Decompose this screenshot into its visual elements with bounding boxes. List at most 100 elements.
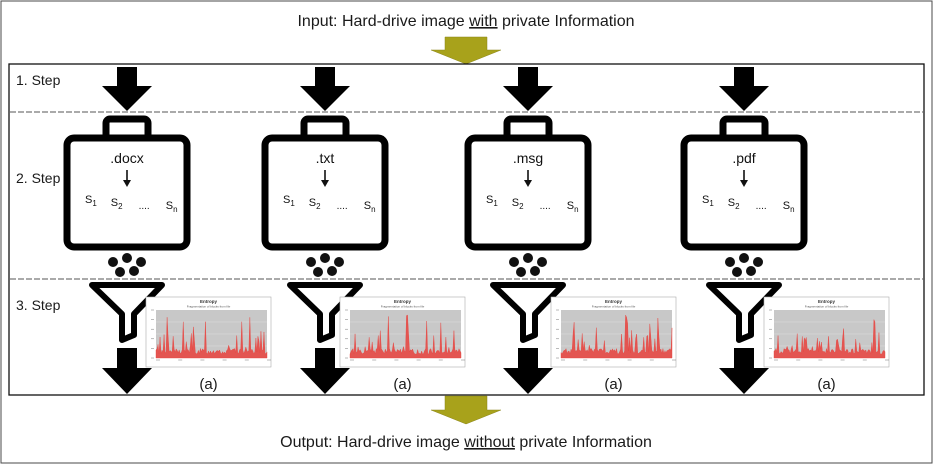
output-title-suffix: private Information (515, 434, 652, 451)
file-extension-label: .msg (513, 150, 543, 166)
filter-funnel-icon (706, 282, 782, 343)
chart-caption-label: (a) (604, 376, 622, 393)
file-bag (464, 134, 592, 251)
data-blocks-icon (725, 253, 763, 277)
segment-arrow-head (123, 180, 131, 187)
chart-entropy-series (349, 314, 462, 359)
segment-sn-base: S (783, 200, 790, 212)
segment-sn-subscript: n (574, 205, 578, 214)
segment-sn-subscript: n (371, 205, 375, 214)
segment-s1-base: S (702, 194, 709, 206)
data-block-dot (136, 257, 146, 267)
input-title-emphasis: with (468, 13, 497, 30)
step-label-2: 2. Step (16, 170, 61, 186)
data-block-dot (746, 266, 756, 276)
step3-down-arrow (719, 348, 769, 394)
file-bag (63, 134, 191, 251)
segment-s1-base: S (486, 194, 493, 206)
segment-sn-base: S (166, 200, 173, 212)
chart-caption-label: (a) (393, 376, 411, 393)
segment-s2-subscript: 2 (118, 202, 123, 211)
output-flow-arrow (430, 395, 502, 425)
chart-subtitle: Fragmentation of blocks from file (805, 305, 849, 309)
segment-s2-base: S (111, 197, 118, 209)
data-blocks-icon (509, 253, 547, 277)
file-bag (680, 134, 808, 251)
process-box (8, 63, 925, 396)
data-blocks-icon (108, 253, 146, 277)
chart-caption-label: (a) (817, 376, 835, 393)
chart-title: Entropy (605, 299, 622, 304)
output-title: Output: Hard-drive image without private… (280, 434, 652, 451)
data-block-dot (313, 267, 323, 277)
segment-arrow-head (524, 180, 532, 187)
segment-sn-base: S (567, 200, 574, 212)
segment-arrow-head (321, 180, 329, 187)
segment-ellipsis: .... (337, 201, 348, 212)
segment-s1-base: S (85, 194, 92, 206)
segment-sn-base: S (364, 200, 371, 212)
segment-s1-subscript: 1 (709, 199, 714, 208)
segment-sn-subscript: n (173, 205, 177, 214)
segment-s2-base: S (728, 197, 735, 209)
file-extension-label: .pdf (732, 150, 755, 166)
data-block-dot (327, 266, 337, 276)
file-extension-label: .docx (110, 150, 143, 166)
segment-sn-subscript: n (790, 205, 794, 214)
input-title: Input: Hard-drive image with private Inf… (297, 13, 634, 30)
input-flow-arrow (430, 36, 502, 65)
data-blocks-icon (306, 253, 344, 277)
step-label-3: 3. Step (16, 297, 61, 313)
chart-caption-label: (a) (199, 376, 217, 393)
chart-title: Entropy (394, 299, 411, 304)
segment-s2-subscript: 2 (735, 202, 740, 211)
data-block-dot (753, 257, 763, 267)
segment-s2-base: S (512, 197, 519, 209)
segment-ellipsis: .... (139, 201, 150, 212)
output-title-emphasis: without (463, 434, 515, 451)
data-block-dot (334, 257, 344, 267)
chart-entropy-series (773, 319, 886, 359)
segment-ellipsis: .... (540, 201, 551, 212)
input-title-suffix: private Information (498, 13, 635, 30)
data-block-dot (530, 266, 540, 276)
chart-entropy-series (560, 314, 673, 359)
chart-entropy-series (155, 317, 268, 359)
data-block-dot (725, 257, 735, 267)
step1-down-arrow (503, 67, 553, 111)
chart-title: Entropy (818, 299, 835, 304)
file-bag (261, 134, 389, 251)
data-block-dot (115, 267, 125, 277)
data-block-dot (732, 267, 742, 277)
data-block-dot (739, 253, 749, 263)
segment-s1-subscript: 1 (290, 199, 295, 208)
step3-down-arrow (503, 348, 553, 394)
data-block-dot (108, 257, 118, 267)
file-extension-label: .txt (316, 150, 335, 166)
chart-subtitle: Fragmentation of blocks from file (592, 305, 636, 309)
segment-s2-base: S (309, 197, 316, 209)
segment-s2-subscript: 2 (316, 202, 321, 211)
data-block-dot (122, 253, 132, 263)
chart-subtitle: Fragmentation of blocks from file (187, 305, 231, 309)
data-block-dot (523, 253, 533, 263)
data-block-dot (509, 257, 519, 267)
segment-s2-subscript: 2 (519, 202, 524, 211)
chart-title: Entropy (200, 299, 217, 304)
output-title-prefix: Output: Hard-drive image (280, 434, 464, 451)
filter-funnel-icon (89, 282, 165, 343)
data-block-dot (537, 257, 547, 267)
step-label-1: 1. Step (16, 72, 61, 88)
